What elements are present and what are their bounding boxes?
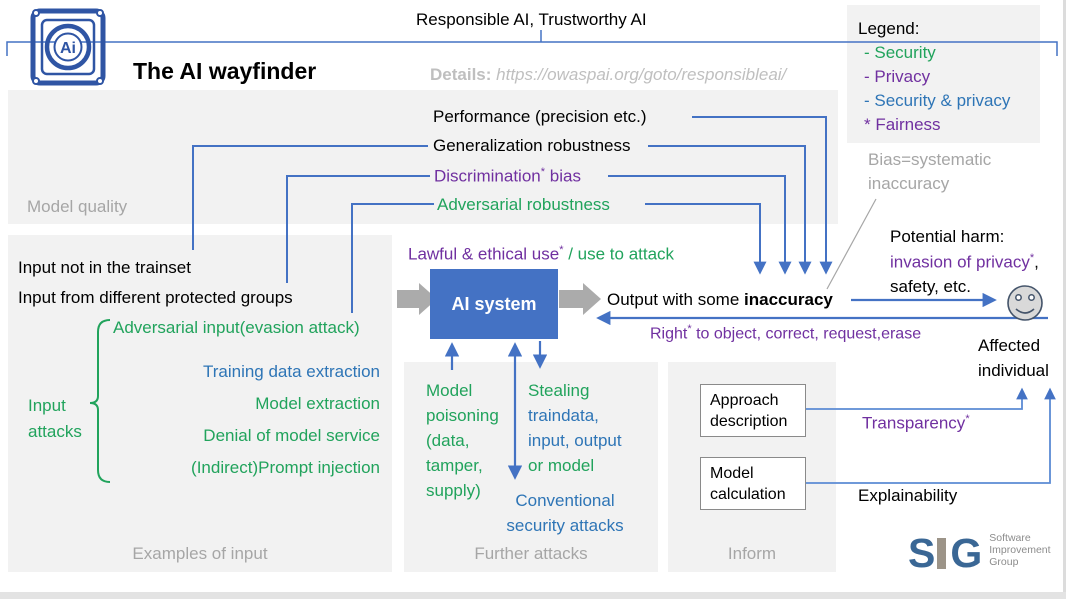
output-label: Output with some inaccuracy bbox=[607, 290, 833, 309]
slide-right-edge bbox=[1063, 0, 1066, 592]
model-calculation-box: Model calculation bbox=[700, 457, 806, 510]
performance-label: Performance (precision etc.) bbox=[433, 107, 647, 126]
slide-bottom-edge bbox=[0, 592, 1066, 599]
input-attacks-bracket-label: Input attacks bbox=[28, 396, 82, 441]
output-elbow-arrows bbox=[608, 116, 833, 275]
sig-letter-s: S bbox=[908, 530, 935, 576]
right-to-object-label: Right* to object, correct, request,erase bbox=[650, 323, 922, 343]
examples-of-input-label: Examples of input bbox=[132, 544, 268, 563]
legend-panel bbox=[847, 5, 1040, 143]
ai-wayfinder-logo: Ai bbox=[30, 8, 106, 86]
stealing-label: Stealing traindata, input, output or mod… bbox=[528, 381, 622, 475]
examples-of-input-panel bbox=[8, 235, 392, 572]
conventional-attacks-label: Conventional security attacks bbox=[506, 491, 624, 535]
transparency-label: Transparency* bbox=[862, 413, 970, 433]
ai-system-box: AI system bbox=[430, 269, 558, 339]
attack-item-prompt-injection: (Indirect)Prompt injection bbox=[191, 458, 380, 477]
approach-description-box: Approach description bbox=[700, 384, 806, 437]
banner-bracket-shape bbox=[6, 30, 1058, 56]
safety-etc-label: safety, etc. bbox=[890, 277, 971, 296]
smiley-face-icon bbox=[1007, 285, 1043, 321]
explainability-label: Explainability bbox=[858, 486, 958, 505]
sig-logo: S G Software Improvement Group bbox=[908, 530, 1051, 576]
legend-item-security: - Security bbox=[864, 43, 936, 62]
details-url-link[interactable]: https://owaspai.org/goto/responsibleai/ bbox=[496, 65, 787, 84]
inform-label: Inform bbox=[727, 544, 777, 563]
page-title: The AI wayfinder bbox=[133, 58, 317, 84]
left-elbow-connectors bbox=[192, 145, 434, 313]
bias-note: Bias=systematic inaccuracy bbox=[868, 150, 992, 193]
legend-item-fairness: * Fairness bbox=[864, 115, 941, 134]
legend-item-privacy: - Privacy bbox=[864, 67, 931, 86]
legend-item-security-privacy: - Security & privacy bbox=[864, 91, 1011, 110]
sig-wordmark: Software Improvement Group bbox=[989, 532, 1051, 568]
affected-individual-label: Affected individual bbox=[978, 336, 1049, 380]
details-label: Details: bbox=[430, 65, 492, 84]
input-not-in-trainset: Input not in the trainset bbox=[18, 258, 191, 277]
sig-bar-glyph bbox=[937, 538, 947, 569]
input-attacks-bracket bbox=[89, 319, 111, 483]
input-protected-groups: Input from different protected groups bbox=[18, 288, 293, 307]
attack-item-model-extraction: Model extraction bbox=[255, 394, 380, 413]
attack-item-training-data-extraction: Training data extraction bbox=[202, 362, 380, 381]
banner-title: Responsible AI, Trustworthy AI bbox=[416, 10, 647, 29]
discrimination-label: Discrimination* bias bbox=[434, 166, 581, 186]
attack-item-denial-of-service: Denial of model service bbox=[203, 426, 380, 445]
invasion-of-privacy-label: invasion of privacy*, bbox=[890, 252, 1039, 272]
further-attacks-label: Further attacks bbox=[474, 544, 588, 563]
further-attacks-panel bbox=[404, 362, 658, 572]
details-line: Details: https://owaspai.org/goto/respon… bbox=[430, 65, 786, 85]
model-quality-panel bbox=[8, 90, 838, 224]
sig-letter-g: G bbox=[950, 530, 982, 576]
logo-ai-text: Ai bbox=[60, 40, 76, 57]
adversarial-input-label: Adversarial input(evasion attack) bbox=[113, 318, 360, 337]
lawful-ethical-use-label: Lawful & ethical use* / use to attack bbox=[408, 244, 675, 264]
adversarial-robustness-label: Adversarial robustness bbox=[437, 195, 610, 214]
inform-elbow-arrows bbox=[806, 387, 1056, 484]
generalization-label: Generalization robustness bbox=[433, 136, 631, 155]
ai-box-vertical-arrows bbox=[444, 341, 548, 480]
bias-callout-line bbox=[826, 198, 877, 290]
io-block-arrows bbox=[397, 283, 601, 315]
model-poisoning-label: Model poisoning (data, tamper, supply) bbox=[426, 381, 499, 500]
model-quality-label: Model quality bbox=[27, 197, 128, 216]
legend-title: Legend: bbox=[858, 19, 920, 38]
potential-harm-label: Potential harm: bbox=[890, 227, 1005, 246]
